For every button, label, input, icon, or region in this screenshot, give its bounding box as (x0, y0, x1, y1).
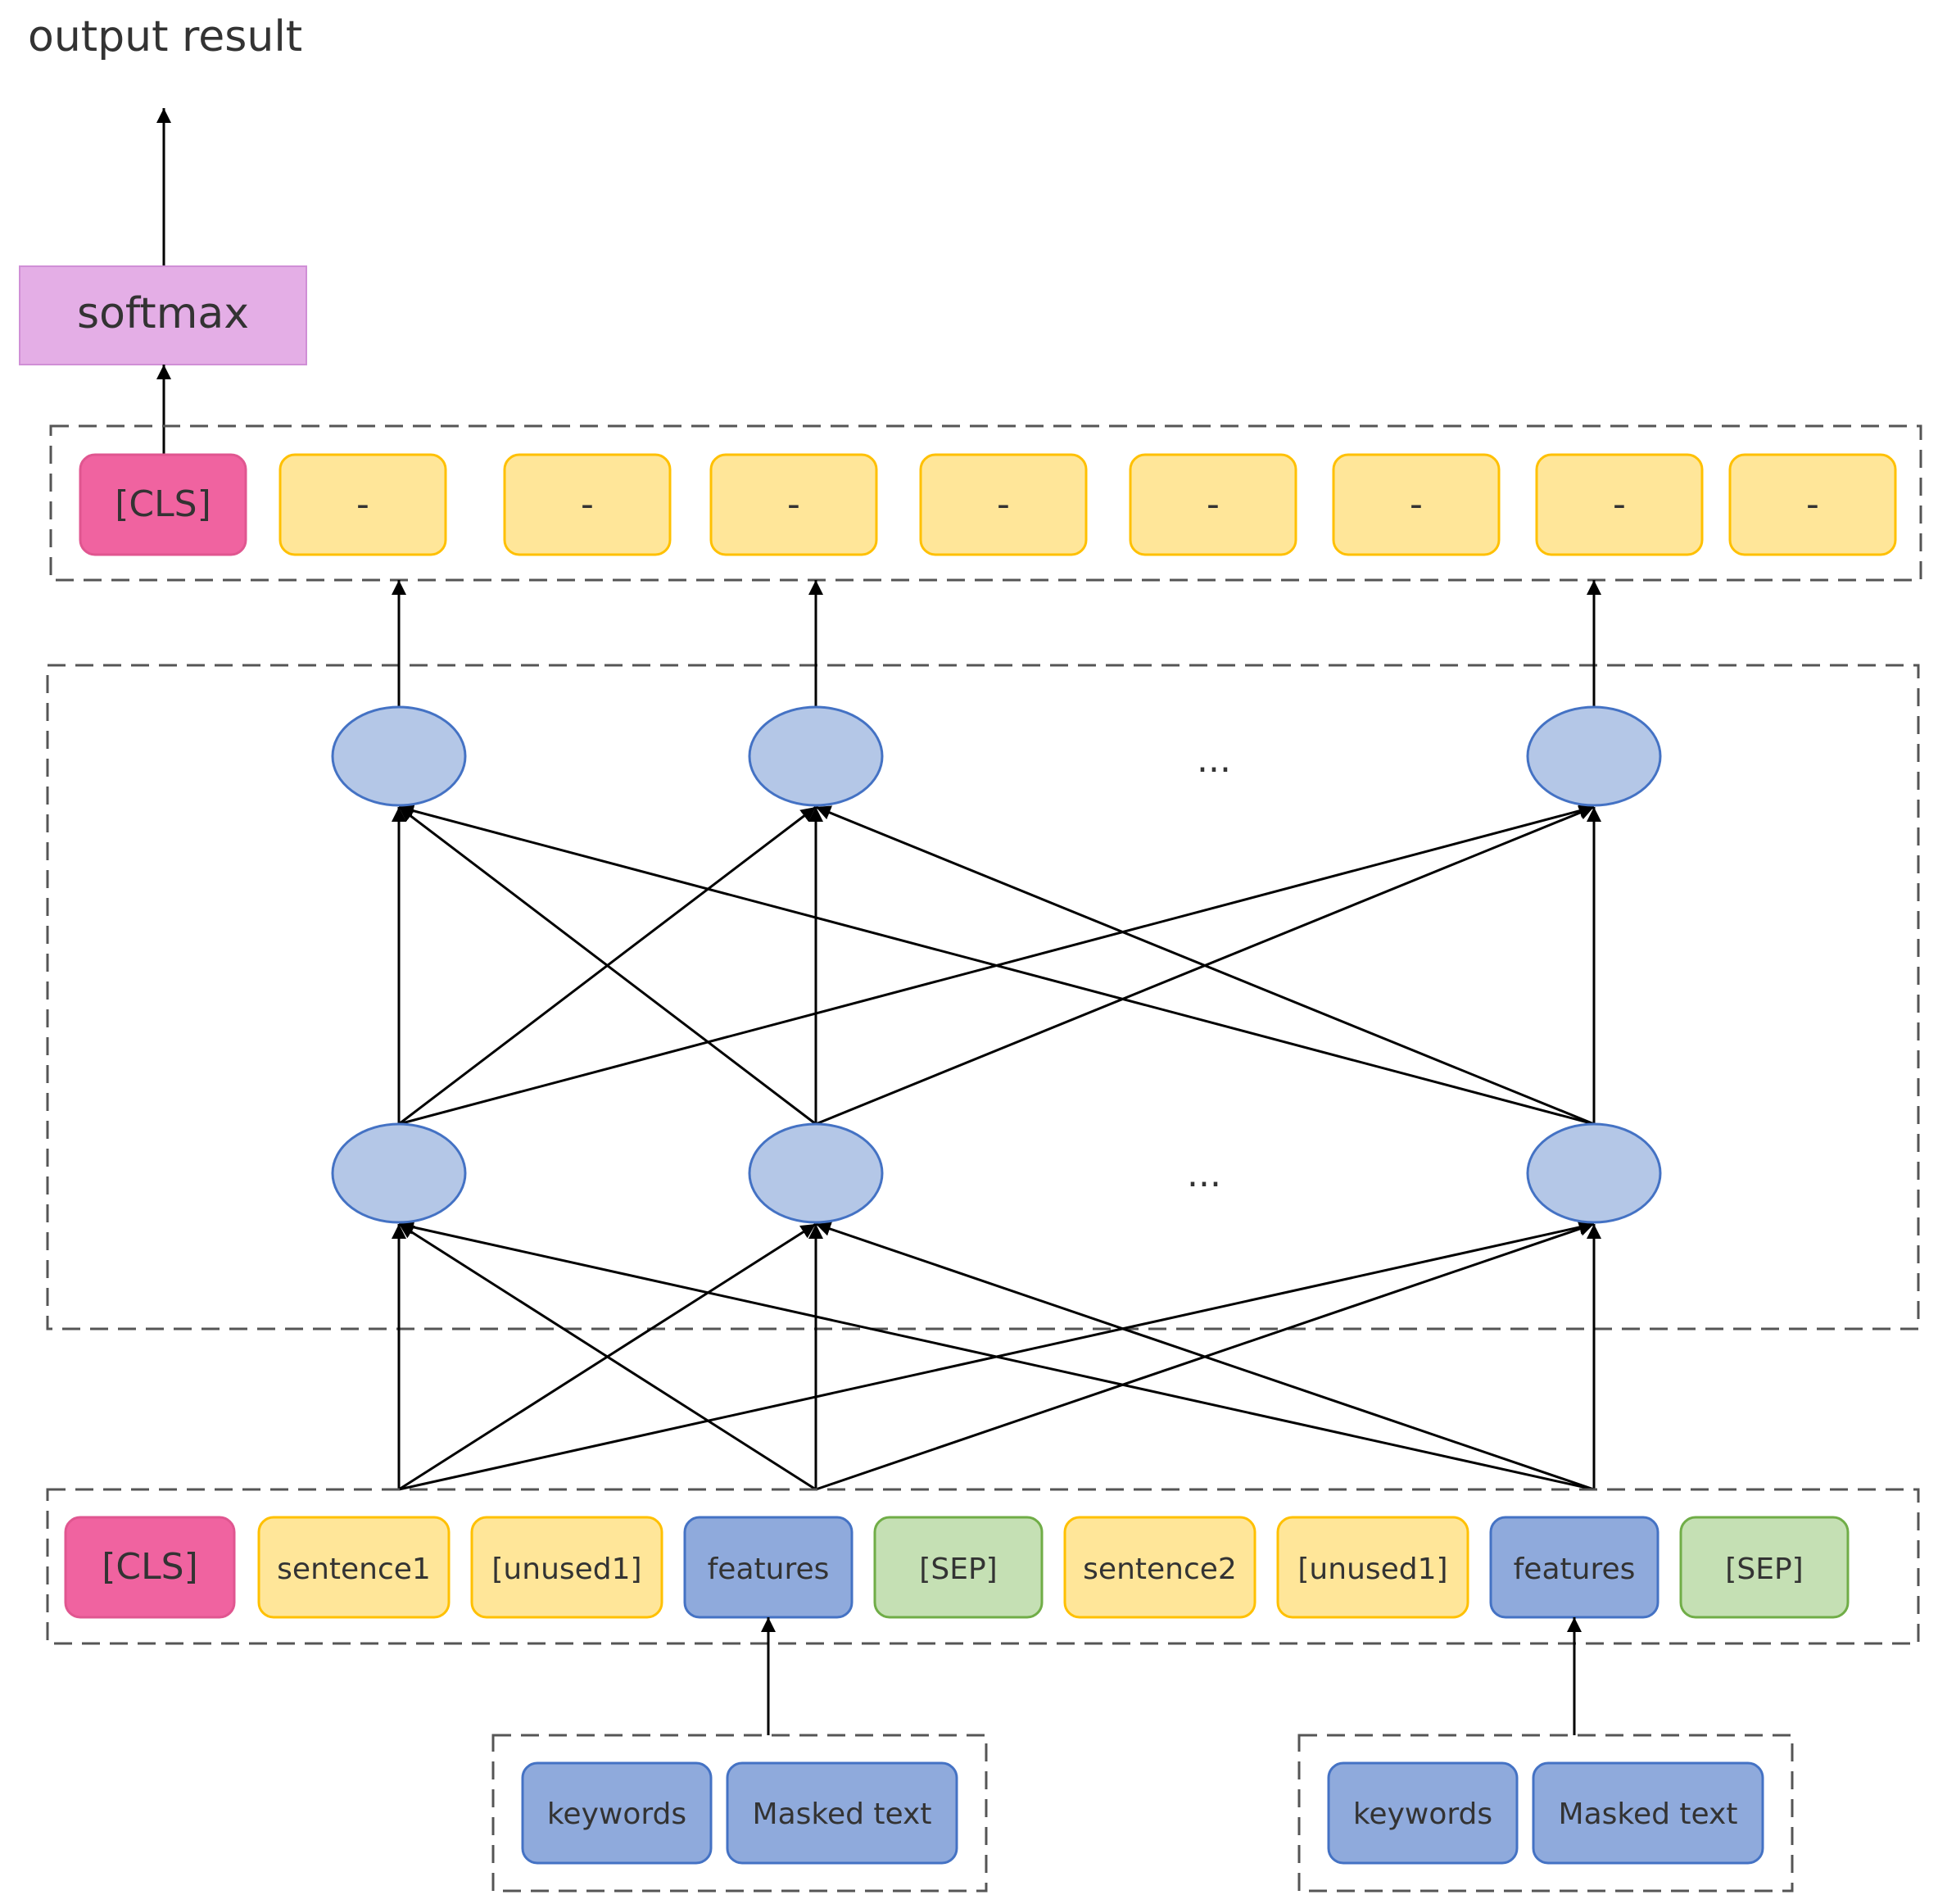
input-token: [unused1] (470, 1516, 663, 1619)
input-token-label: [unused1] (1297, 1553, 1447, 1586)
feature-group: keywords Masked text (1297, 1617, 1794, 1893)
input-token-label: sentence2 (1083, 1553, 1237, 1586)
feature-group: keywords Masked text (491, 1617, 988, 1893)
softmax-box: softmax (19, 265, 307, 365)
output-token-label: - (1207, 483, 1220, 525)
masked-text-box (726, 1761, 958, 1865)
output-token-label: - (581, 483, 594, 525)
input-token-label: features (708, 1553, 830, 1586)
network-edges (392, 803, 1601, 1491)
output-token-label: [CLS] (115, 483, 211, 525)
output-token-label: - (1410, 483, 1423, 525)
output-token-list: [CLS] - - - - - - - - (79, 453, 1897, 556)
output-token: - (1129, 453, 1297, 556)
input-token: [unused1] (1276, 1516, 1469, 1619)
upper-layer-node (1526, 705, 1662, 807)
output-token: - (1728, 453, 1897, 556)
layer-connection (815, 805, 1595, 1126)
lower-layer-node (748, 1122, 884, 1224)
layer-connection (398, 803, 1595, 1126)
output-token: [CLS] (79, 453, 247, 556)
layer-to-output-arrows (392, 580, 1601, 707)
feature-group-box (1297, 1734, 1794, 1893)
input-token-label: [CLS] (102, 1546, 198, 1588)
output-token-row (49, 424, 1922, 582)
output-token-label: - (1613, 483, 1626, 525)
output-token: - (919, 453, 1088, 556)
keywords-box (521, 1761, 713, 1865)
input-token: [SEP] (1679, 1516, 1850, 1619)
output-result-label: output result (28, 12, 302, 61)
feature-group-box (491, 1734, 988, 1893)
input-token: [SEP] (873, 1516, 1044, 1619)
softmax-label: softmax (77, 289, 249, 338)
masked-text-label: Masked text (1559, 1797, 1738, 1831)
input-token-row (46, 1488, 1920, 1645)
masked-text-label: Masked text (753, 1797, 932, 1831)
keywords-label: keywords (547, 1797, 686, 1831)
output-token: - (278, 453, 447, 556)
output-token-label: - (997, 483, 1010, 525)
layer-connection (398, 805, 817, 1126)
lower-layer-node (1526, 1122, 1662, 1224)
upper-layer-node (331, 705, 467, 807)
upper-layer-node (748, 705, 884, 807)
input-token-label: sentence1 (277, 1553, 431, 1586)
input-token-label: [SEP] (919, 1553, 997, 1586)
input-token: features (683, 1516, 854, 1619)
output-token-label: - (787, 483, 800, 525)
lower-layer-ellipsis: ... (1187, 1154, 1221, 1195)
upper-layer-ellipsis: ... (1197, 739, 1231, 781)
output-token-label: - (356, 483, 369, 525)
input-token: sentence1 (257, 1516, 451, 1619)
output-token: - (709, 453, 878, 556)
keywords-box (1327, 1761, 1519, 1865)
layer-connection (815, 1222, 1595, 1491)
input-token-list: [CLS] sentence1 [unused1] features [SEP] sent… (64, 1516, 1850, 1619)
input-token-label: [unused1] (491, 1553, 641, 1586)
input-token: [CLS] (64, 1516, 236, 1619)
output-token: - (1332, 453, 1501, 556)
network-nodes (331, 705, 1662, 1224)
input-token-label: features (1514, 1553, 1636, 1586)
layer-connection (398, 1222, 817, 1491)
transformer-layers-box (46, 664, 1920, 1331)
feature-source-groups: keywords Masked text keywords Masked text (491, 1617, 1794, 1893)
output-token: - (1535, 453, 1704, 556)
lower-layer-node (331, 1122, 467, 1224)
input-token: sentence2 (1063, 1516, 1256, 1619)
input-token: features (1489, 1516, 1659, 1619)
layer-connection (398, 1220, 1595, 1491)
keywords-label: keywords (1353, 1797, 1492, 1831)
output-token-label: - (1806, 483, 1819, 525)
output-token: - (503, 453, 672, 556)
input-token-label: [SEP] (1725, 1553, 1803, 1586)
masked-text-box (1532, 1761, 1764, 1865)
